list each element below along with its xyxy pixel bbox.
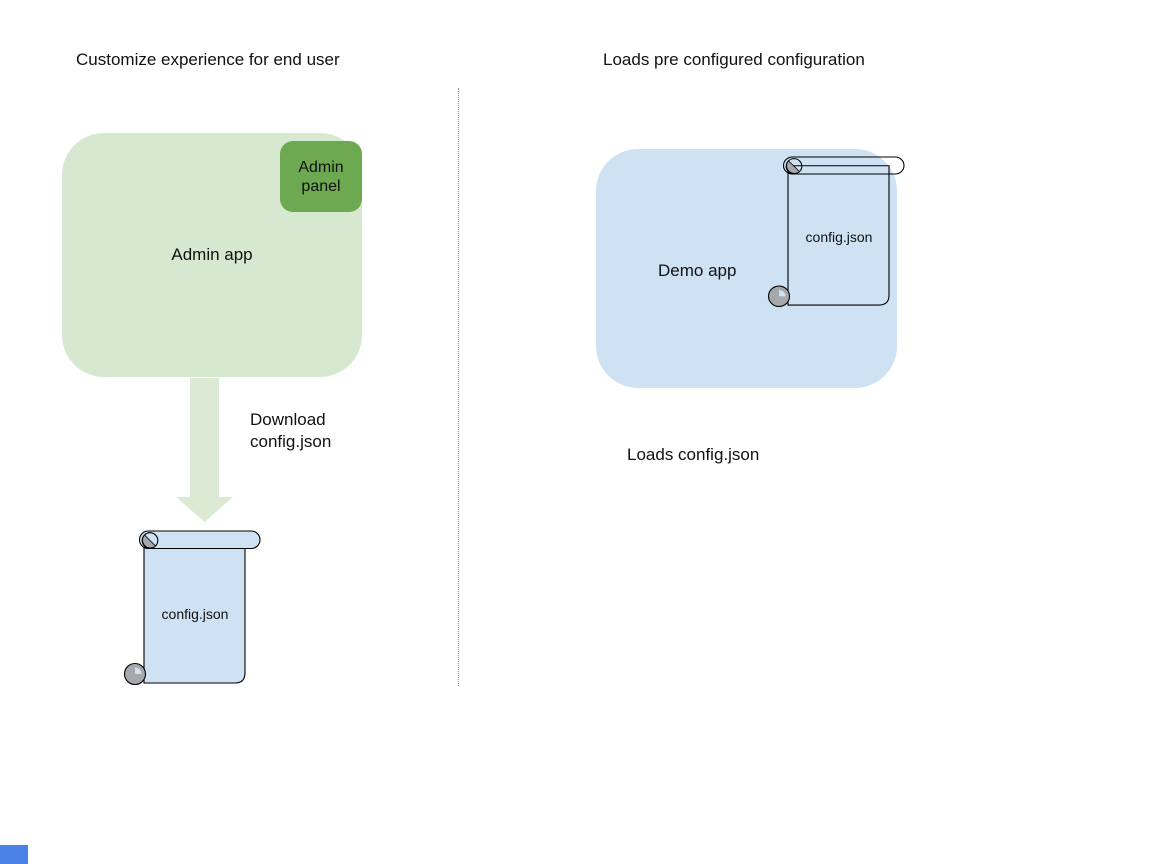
canvas-corner-artifact — [0, 845, 28, 864]
scroll-top-roll — [138, 530, 261, 550]
config-file-scroll-right — [767, 156, 905, 308]
download-arrow-icon — [176, 378, 233, 522]
scroll-curl-notch — [135, 667, 142, 674]
admin-app-label: Admin app — [171, 245, 253, 264]
scroll-body — [143, 539, 246, 684]
right-section-title: Loads pre configured configuration — [603, 50, 865, 69]
demo-app-box — [596, 149, 897, 388]
admin-panel-box: Admin panel — [280, 141, 362, 212]
scroll-body — [787, 165, 890, 306]
config-file-label-right: config.json — [805, 229, 873, 245]
admin-panel-label: Admin panel — [298, 158, 344, 195]
scroll-roll-end-icon — [141, 532, 159, 549]
loads-config-caption: Loads config.json — [627, 445, 760, 464]
section-divider — [458, 88, 459, 686]
left-section-title: Customize experience for end user — [76, 50, 340, 69]
demo-app-label: Demo app — [658, 261, 737, 280]
download-arrow-shape — [176, 378, 233, 522]
download-arrow-label: Download config.json — [250, 410, 332, 451]
scroll-top-roll — [782, 156, 905, 175]
scroll-roll-crescent — [786, 160, 801, 174]
config-file-scroll-left — [123, 530, 261, 686]
scroll-roll-crescent — [142, 534, 157, 549]
scroll-curl-notch — [779, 289, 786, 297]
config-file-label-left: config.json — [161, 606, 229, 622]
scroll-roll-end-icon — [785, 158, 803, 175]
